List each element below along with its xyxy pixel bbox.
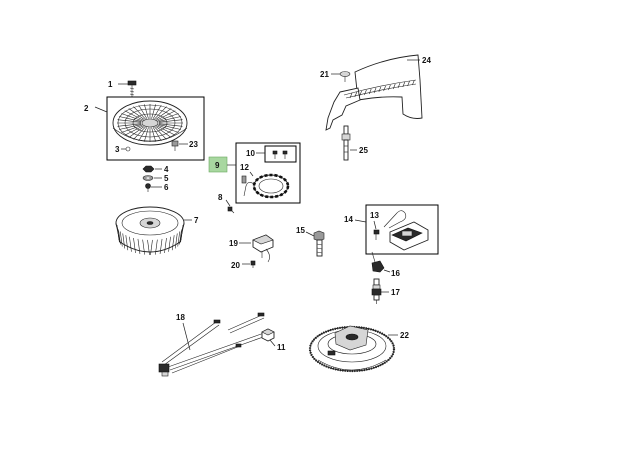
part-2-box — [106, 96, 205, 161]
part-22-ring-gear[interactable] — [308, 325, 396, 373]
part-3-clip[interactable] — [125, 146, 131, 152]
callout-22[interactable]: 22 — [400, 331, 409, 340]
part-10-box — [264, 145, 297, 163]
part-11-bushing[interactable] — [261, 328, 275, 342]
part-12-ignition-coil[interactable] — [241, 173, 290, 199]
part-21-screw[interactable] — [339, 71, 351, 83]
part-6-washer[interactable] — [145, 183, 151, 193]
callout-14[interactable]: 14 — [344, 215, 353, 224]
part-10-screws[interactable] — [272, 150, 288, 159]
callout-6[interactable]: 6 — [164, 183, 169, 192]
part-19-module[interactable] — [252, 234, 274, 263]
part-15-bolt[interactable] — [313, 230, 325, 257]
callout-23[interactable]: 23 — [189, 140, 198, 149]
callout-4[interactable]: 4 — [164, 165, 169, 174]
part-23-fastener[interactable] — [171, 140, 179, 151]
callout-8[interactable]: 8 — [218, 193, 223, 202]
callout-12[interactable]: 12 — [240, 163, 249, 172]
callout-10[interactable]: 10 — [246, 149, 255, 158]
callout-9-highlight — [208, 156, 228, 173]
part-14-box — [365, 204, 439, 255]
callout-3[interactable]: 3 — [115, 145, 120, 154]
part-7-flywheel[interactable] — [115, 206, 185, 255]
part-5-washer[interactable] — [142, 175, 154, 181]
callout-19[interactable]: 19 — [229, 239, 238, 248]
part-25-rod[interactable] — [341, 125, 351, 161]
part-1-screw[interactable] — [127, 80, 137, 97]
callout-20[interactable]: 20 — [231, 261, 240, 270]
part-4-nut[interactable] — [142, 165, 155, 173]
part-14-switch[interactable] — [383, 210, 429, 251]
callout-24[interactable]: 24 — [422, 56, 431, 65]
callout-18[interactable]: 18 — [176, 313, 185, 322]
part-8-screw[interactable] — [227, 206, 235, 214]
part-18-wire-harness[interactable] — [158, 312, 267, 377]
callout-15[interactable]: 15 — [296, 226, 305, 235]
callout-16[interactable]: 16 — [391, 269, 400, 278]
part-9-box — [235, 142, 301, 204]
callout-11[interactable]: 11 — [277, 343, 286, 352]
callout-21[interactable]: 21 — [320, 70, 329, 79]
callout-1[interactable]: 1 — [108, 80, 113, 89]
callout-7[interactable]: 7 — [194, 216, 199, 225]
callout-13[interactable]: 13 — [370, 211, 379, 220]
callout-25[interactable]: 25 — [359, 146, 368, 155]
callout-17[interactable]: 17 — [391, 288, 400, 297]
part-2-fan-screen[interactable] — [112, 100, 188, 146]
part-20-screw[interactable] — [250, 260, 256, 268]
part-16-boot[interactable] — [371, 251, 385, 273]
part-17-spark-plug[interactable] — [371, 278, 382, 304]
callout-5[interactable]: 5 — [164, 174, 169, 183]
callout-2[interactable]: 2 — [84, 104, 89, 113]
part-13-clip[interactable] — [373, 229, 380, 240]
callout-9[interactable]: 9 — [215, 161, 220, 170]
part-24-shroud[interactable] — [325, 54, 423, 131]
